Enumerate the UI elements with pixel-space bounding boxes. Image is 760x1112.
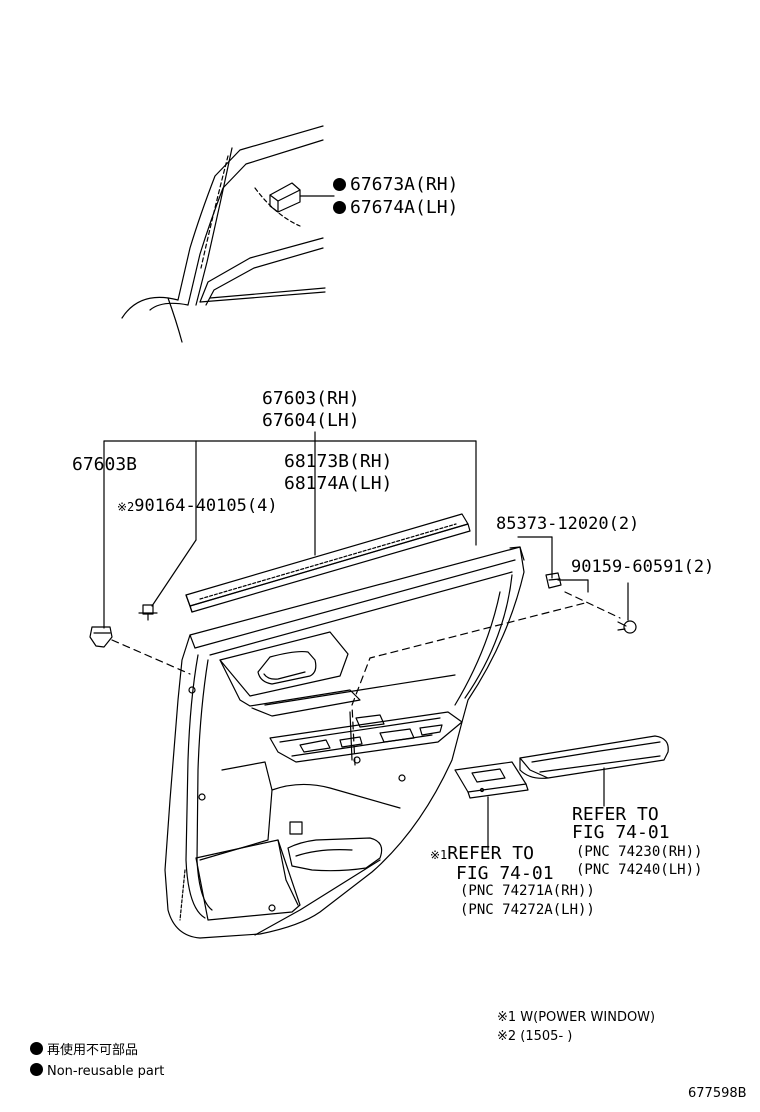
callout-67603b: 67603B — [72, 454, 138, 475]
armrest-upper-drawing — [519, 735, 669, 779]
ref1-pnc2: (PNC 74240(LH)) — [576, 862, 703, 878]
callout-67673a-text: 67673A(RH) — [350, 174, 459, 195]
callout-67603: 67603(RH) — [262, 388, 360, 409]
figure-id: 677598B — [688, 1086, 747, 1101]
door-frame-drawing — [121, 125, 326, 343]
ref2-mark: ※1 — [430, 848, 448, 862]
callout-68173b: 68173B(RH) — [284, 451, 393, 472]
callout-68174a: 68174A(LH) — [284, 473, 393, 494]
non-reusable-dot-icon — [333, 201, 346, 214]
ref2-line1: ※1REFER TO — [430, 845, 534, 863]
belt-moulding-drawing — [185, 513, 471, 613]
callout-90164: ※290164-40105(4) — [117, 498, 278, 515]
ref1-pnc1: (PNC 74230(RH)) — [576, 844, 703, 860]
callout-67674a-text: 67674A(LH) — [350, 197, 459, 218]
non-reusable-dot-icon — [333, 178, 346, 191]
ref2-pnc1: (PNC 74271A(RH)) — [460, 883, 595, 899]
callout-90164-text: 90164-40105(4) — [134, 496, 278, 516]
non-reusable-dot-icon — [30, 1063, 43, 1076]
non-reusable-dot-icon — [30, 1042, 43, 1055]
callout-67674a: 67674A(LH) — [333, 199, 458, 217]
legend-item-english-text: Non-reusable part — [47, 1064, 165, 1079]
callout-85373: 85373-12020(2) — [496, 514, 640, 534]
ref2-line1-text: REFER TO — [447, 843, 534, 864]
legend-item-japanese-text: 再使用不可部品 — [47, 1043, 139, 1058]
switch-bezel-drawing — [454, 761, 529, 799]
callout-67673a: 67673A(RH) — [333, 176, 458, 194]
screw-90164-drawing — [138, 604, 158, 621]
leader-lines — [103, 431, 629, 851]
callout-67604: 67604(LH) — [262, 410, 360, 431]
ref2-line2: FIG 74-01 — [456, 863, 554, 884]
screw-90159-drawing — [617, 620, 637, 634]
callout-90164-mark: ※2 — [117, 500, 135, 514]
ref1-line2: FIG 74-01 — [572, 822, 670, 843]
legend-item-english: Non-reusable part — [30, 1063, 164, 1078]
note-power-window: ※1 W(POWER WINDOW) — [497, 1010, 656, 1025]
door-trim-board-drawing — [164, 546, 525, 939]
ref1-line1: REFER TO — [572, 804, 659, 825]
legend-item-japanese: 再使用不可部品 — [30, 1042, 138, 1057]
clip-67673a-drawing — [269, 182, 335, 213]
clip-67603b-drawing — [89, 626, 113, 648]
callout-90159: 90159-60591(2) — [571, 557, 715, 577]
note-date-range: ※2 (1505- ) — [497, 1029, 573, 1044]
ref2-pnc2: (PNC 74272A(LH)) — [460, 902, 595, 918]
nut-85373-drawing — [545, 572, 562, 589]
